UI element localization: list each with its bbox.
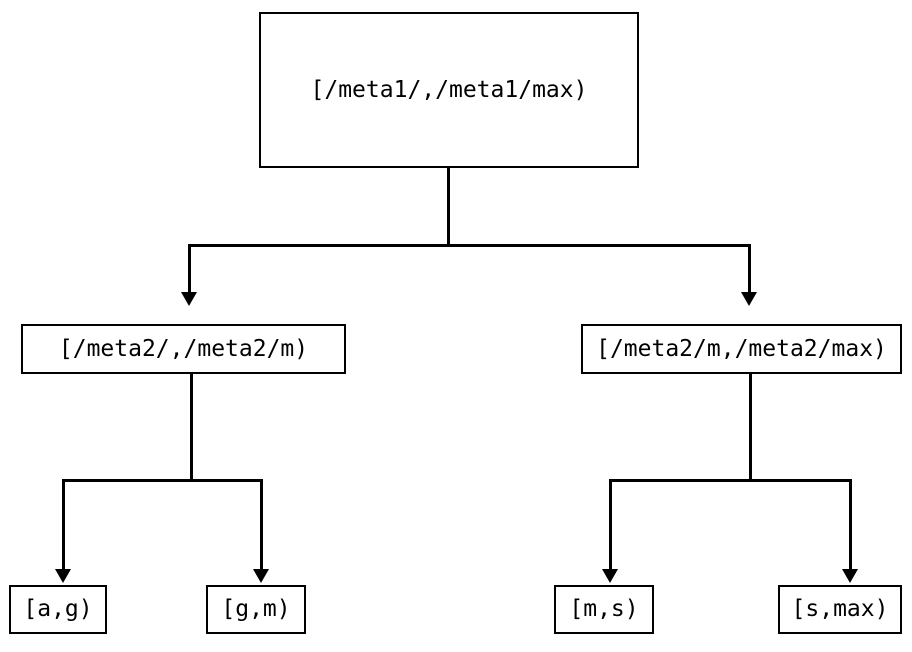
node-leaf-2[interactable]: [g,m) bbox=[206, 585, 306, 634]
node-root-label: [/meta1/,/meta1/max) bbox=[310, 76, 588, 103]
edge-to-leaf-2 bbox=[260, 479, 263, 571]
node-leaf-4[interactable]: [s,max) bbox=[778, 585, 902, 634]
edge-mid-left-stem bbox=[190, 374, 193, 482]
edge-mid-right-crossbar bbox=[609, 479, 852, 482]
edge-to-leaf-1 bbox=[62, 479, 65, 571]
edge-mid-right-stem bbox=[749, 374, 752, 482]
node-mid-right-label: [/meta2/m,/meta2/max) bbox=[596, 335, 887, 362]
edge-to-mid-right bbox=[748, 244, 751, 294]
arrow-down-icon-leaf-1 bbox=[55, 569, 71, 583]
edge-root-stem bbox=[447, 168, 450, 246]
node-mid-left-label: [/meta2/,/meta2/m) bbox=[58, 335, 309, 362]
edge-to-mid-left bbox=[188, 244, 191, 294]
node-mid-left[interactable]: [/meta2/,/meta2/m) bbox=[21, 324, 346, 374]
edge-mid-left-crossbar bbox=[62, 479, 263, 482]
node-mid-right[interactable]: [/meta2/m,/meta2/max) bbox=[581, 324, 902, 374]
node-leaf-4-label: [s,max) bbox=[791, 596, 889, 622]
node-leaf-1-label: [a,g) bbox=[23, 596, 93, 622]
arrow-down-icon-leaf-4 bbox=[842, 569, 858, 583]
node-leaf-3-label: [m,s) bbox=[569, 596, 639, 622]
edge-to-leaf-3 bbox=[609, 479, 612, 571]
edge-root-crossbar bbox=[188, 244, 751, 247]
edge-to-leaf-4 bbox=[849, 479, 852, 571]
arrow-down-icon-mid-right bbox=[741, 292, 757, 306]
node-leaf-3[interactable]: [m,s) bbox=[554, 585, 654, 634]
node-leaf-2-label: [g,m) bbox=[221, 596, 291, 622]
arrow-down-icon-leaf-2 bbox=[253, 569, 269, 583]
arrow-down-icon-leaf-3 bbox=[602, 569, 618, 583]
node-root[interactable]: [/meta1/,/meta1/max) bbox=[259, 12, 639, 168]
arrow-down-icon-mid-left bbox=[181, 292, 197, 306]
node-leaf-1[interactable]: [a,g) bbox=[9, 585, 107, 634]
